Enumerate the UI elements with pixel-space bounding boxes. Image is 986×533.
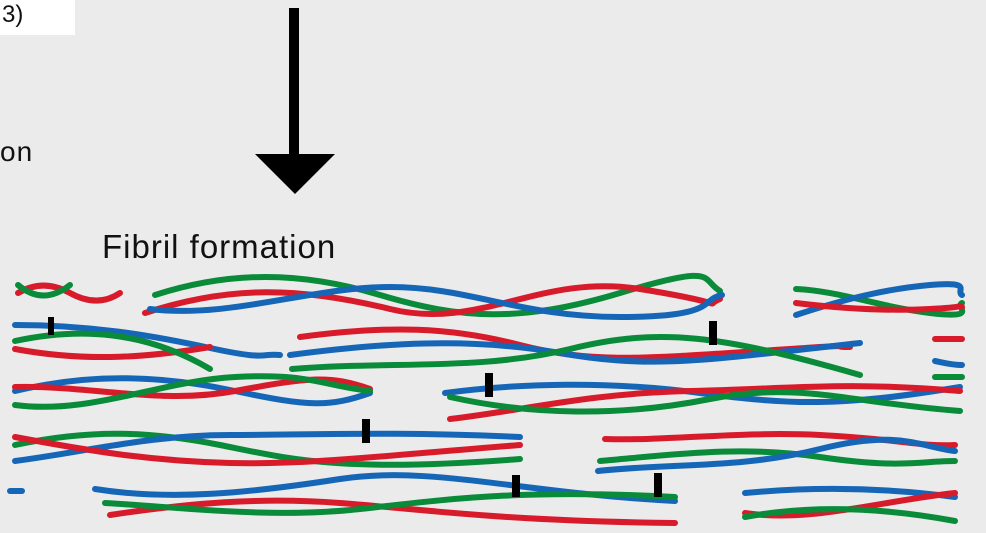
crosslink-markers bbox=[48, 317, 717, 497]
top-label-box: 3) bbox=[0, 0, 75, 35]
left-fragment-text: on bbox=[0, 136, 34, 167]
downward-arrow-icon bbox=[255, 8, 335, 194]
fibril-lattice-strands bbox=[7, 272, 966, 526]
top-label: 3) bbox=[2, 1, 24, 28]
fibril-formation-title: Fibril formation bbox=[102, 228, 337, 265]
fibril-lattice bbox=[7, 272, 966, 526]
